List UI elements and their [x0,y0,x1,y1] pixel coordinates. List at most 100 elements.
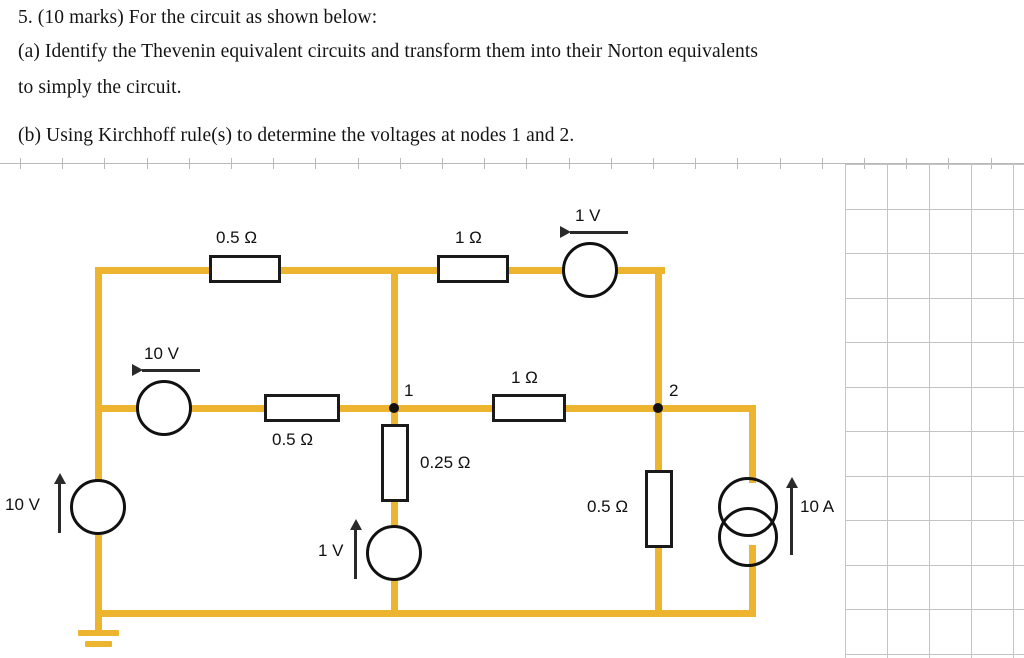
source-center-vertical-arrow-head [350,519,362,530]
wire-right-upper [749,405,756,483]
grid-line-horizontal [845,342,1024,343]
rule-tick [400,158,401,169]
current-source-circle-bottom [718,507,778,567]
rule-tick [822,158,823,169]
source-center-vertical [366,525,422,581]
rule-tick [611,158,612,169]
grid-line-horizontal [845,609,1024,610]
source-top-right-label: 1 V [575,206,601,225]
wire-left-lower [95,535,102,617]
resistor-top-left [209,255,281,283]
resistor-center-vertical [381,424,409,502]
resistor-right-vertical [645,470,673,548]
source-mid-left-arrow-shaft [142,369,200,372]
node-1-label: 1 [404,381,414,400]
rule-tick [569,158,570,169]
rule-tick [62,158,63,169]
source-mid-left-arrow-head [132,364,143,376]
grid-line-horizontal [845,298,1024,299]
wire-mid-d [394,405,494,412]
source-top-right-arrow-shaft [570,231,628,234]
rule-tick [189,158,190,169]
source-center-vertical-arrow-shaft [354,529,357,579]
resistor-right-vertical-label: 0.5 Ω [587,497,629,516]
grid-line-horizontal [845,253,1024,254]
source-left-vertical [70,479,126,535]
question-line-3: to simply the circuit. [18,77,182,98]
source-center-vertical-label: 1 V [318,541,344,560]
question-line-4: (b) Using Kirchhoff rule(s) to determine… [18,125,575,146]
rule-tick [358,158,359,169]
horizontal-rule [0,163,1024,164]
node-2-label: 2 [669,381,679,400]
rule-tick [991,158,992,169]
rule-tick [864,158,865,169]
wire-mid-c [336,405,398,412]
source-top-right-arrow-head [560,226,571,238]
graph-paper-grid [845,164,1024,658]
wire-right-lower [749,545,756,617]
ground-stem [95,610,102,632]
rule-tick [20,158,21,169]
resistor-top-mid [437,255,509,283]
wire-mid-a [95,405,139,412]
wire-mid-f [655,405,752,412]
ground-bar-1 [78,630,119,636]
question-line-2: (a) Identify the Thevenin equivalent cir… [18,41,759,62]
rule-tick [780,158,781,169]
wire-top-d [616,267,665,274]
wire-center-mid [391,500,398,526]
rule-tick [948,158,949,169]
wire-mid-b [190,405,268,412]
source-left-vertical-arrow-shaft [58,483,61,533]
rule-tick [695,158,696,169]
grid-line-horizontal [845,520,1024,521]
ground-bar-2 [85,641,112,647]
grid-line-vertical [929,164,930,658]
resistor-top-left-label: 0.5 Ω [216,228,258,247]
grid-line-horizontal [845,164,1024,165]
wire-node2-lower [655,548,662,617]
wire-center-upper [391,267,398,415]
resistor-mid-left-label: 0.5 Ω [272,430,314,449]
rule-tick [147,158,148,169]
rule-tick [653,158,654,169]
source-top-right [562,242,618,298]
wire-top-c [505,267,563,274]
source-mid-left-label: 10 V [144,344,179,363]
rule-tick [273,158,274,169]
wire-center-lower [391,580,398,617]
rule-tick [484,158,485,169]
grid-line-vertical [845,164,846,658]
grid-line-horizontal [845,387,1024,388]
source-mid-left [136,380,192,436]
grid-line-horizontal [845,209,1024,210]
wire-mid-e [562,405,662,412]
current-source-label: 10 A [800,497,835,516]
source-left-vertical-arrow-head [54,473,66,484]
resistor-mid-left [264,394,340,422]
current-source-arrow-head [786,477,798,488]
grid-line-horizontal [845,431,1024,432]
wire-center-node [391,412,398,426]
rule-tick [104,158,105,169]
grid-line-vertical [887,164,888,658]
wire-left-upper [95,267,102,481]
wire-bottom [95,610,755,617]
wire-node2-upper [655,267,662,412]
rule-tick [442,158,443,169]
grid-line-vertical [971,164,972,658]
wire-node2-mid [655,408,662,472]
resistor-top-mid-label: 1 Ω [455,228,482,247]
wire-top-a [95,267,215,274]
grid-line-vertical [1013,164,1014,658]
resistor-mid-right [492,394,566,422]
node-1-dot [389,403,399,413]
resistor-center-vertical-label: 0.25 Ω [420,453,471,472]
grid-line-horizontal [845,476,1024,477]
rule-tick [315,158,316,169]
source-left-vertical-label: 10 V [5,495,40,514]
resistor-mid-right-label: 1 Ω [511,368,538,387]
rule-tick [906,158,907,169]
